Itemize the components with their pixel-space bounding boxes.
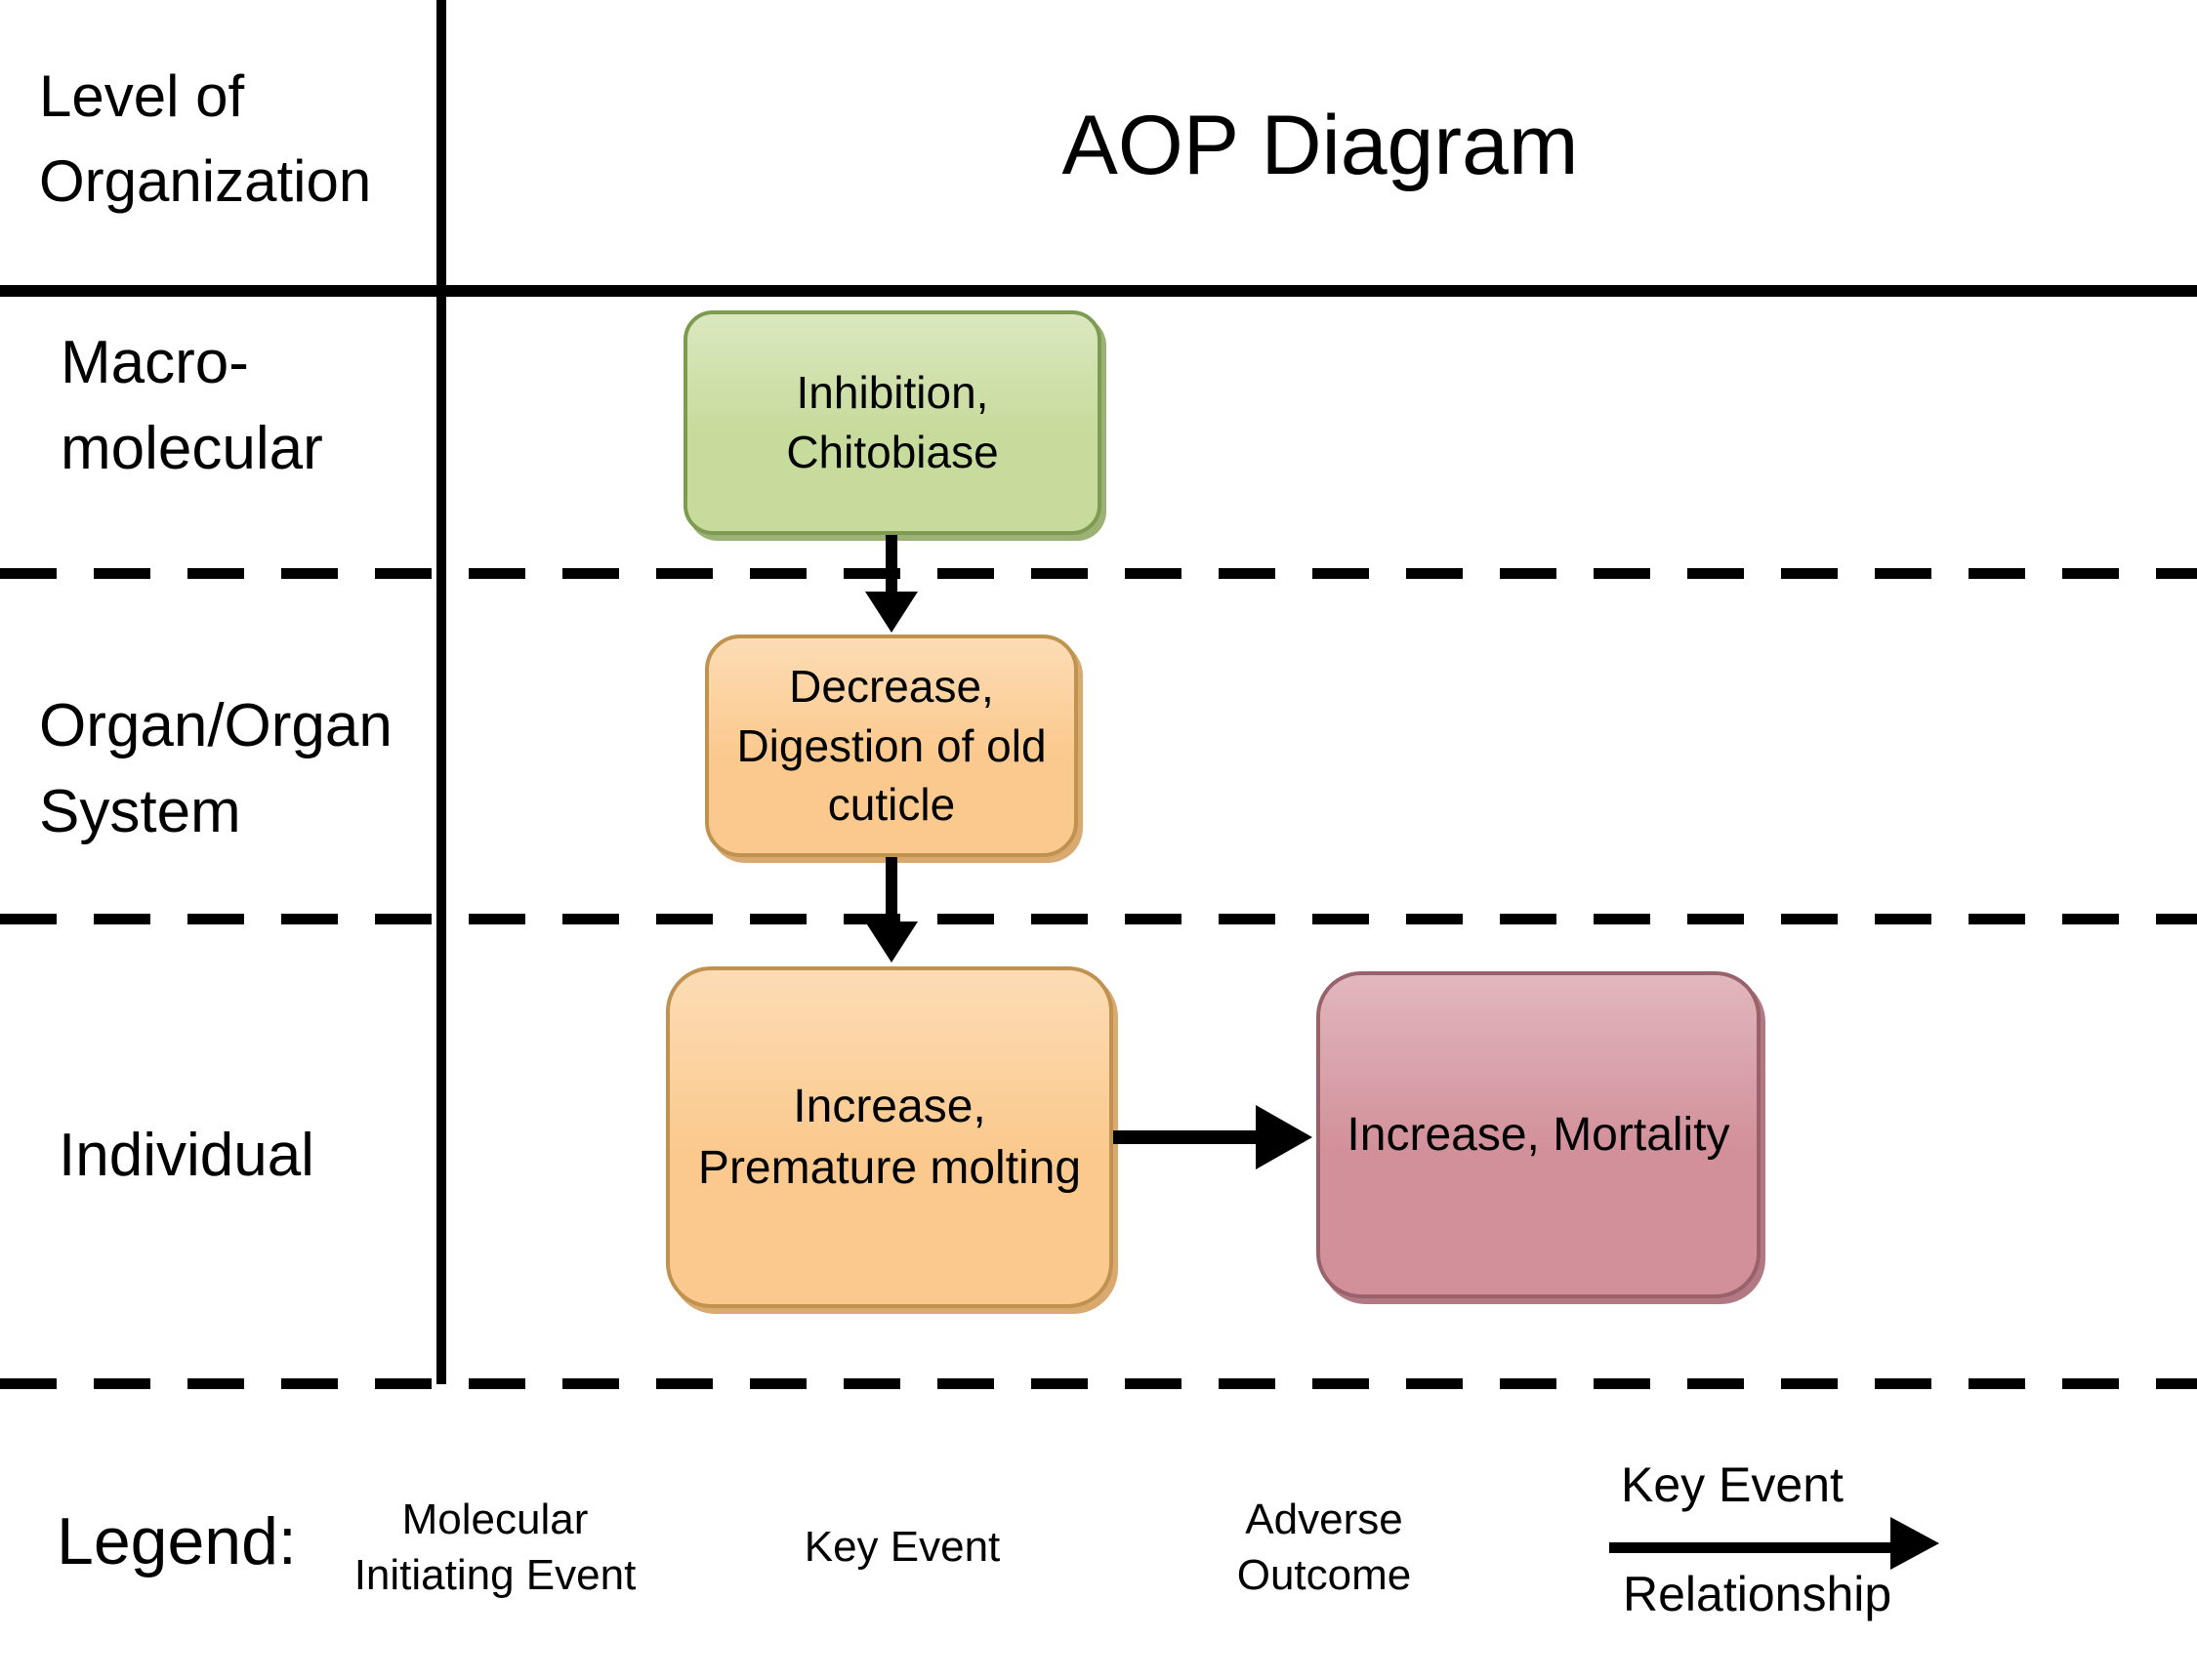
legend-adverse-outcome-box: Adverse Outcome: [1158, 1466, 1490, 1628]
arrow-shaft: [886, 535, 897, 597]
arrow-shaft: [886, 857, 897, 925]
row-label-macromolecular: Macro- molecular: [61, 329, 323, 483]
arrow-head-down-icon: [865, 922, 918, 963]
legend-arrow-shaft: [1609, 1542, 1902, 1553]
level-of-organization-label: Level of Organization: [39, 63, 372, 214]
legend-arrow-label-top: Key Event: [1621, 1457, 1844, 1512]
divider-macromolecular-organ: [0, 568, 2197, 579]
aop-diagram-title: AOP Diagram: [1061, 99, 1579, 192]
arrow-head-down-icon: [865, 592, 918, 633]
adverse-outcome-node: Increase, Mortality: [1316, 971, 1761, 1298]
row-label-organ-system: Organ/Organ System: [39, 692, 393, 846]
legend-arrow-head-right-icon: [1890, 1517, 1939, 1570]
legend-molecular-initiating-event-box: Molecular Initiating Event: [330, 1466, 660, 1628]
arrow-head-right-icon: [1256, 1105, 1312, 1169]
divider-organ-individual: [0, 914, 2197, 924]
row-label-individual: Individual: [59, 1122, 314, 1189]
molecular-initiating-event-node: Inhibition, Chitobiase: [684, 310, 1101, 535]
legend-key-event-box: Key Event: [739, 1466, 1065, 1628]
header-separator-line: [0, 285, 2197, 297]
key-event-node-digestion: Decrease, Digestion of old cuticle: [705, 635, 1078, 857]
divider-individual-bottom: [0, 1378, 2197, 1389]
legend-arrow-label-bottom: Relationship: [1623, 1567, 1892, 1621]
level-axis-vertical-line: [436, 0, 446, 1384]
arrow-shaft: [1113, 1130, 1260, 1144]
legend-label: Legend:: [57, 1504, 297, 1578]
key-event-node-premature-molting: Increase, Premature molting: [666, 966, 1113, 1308]
